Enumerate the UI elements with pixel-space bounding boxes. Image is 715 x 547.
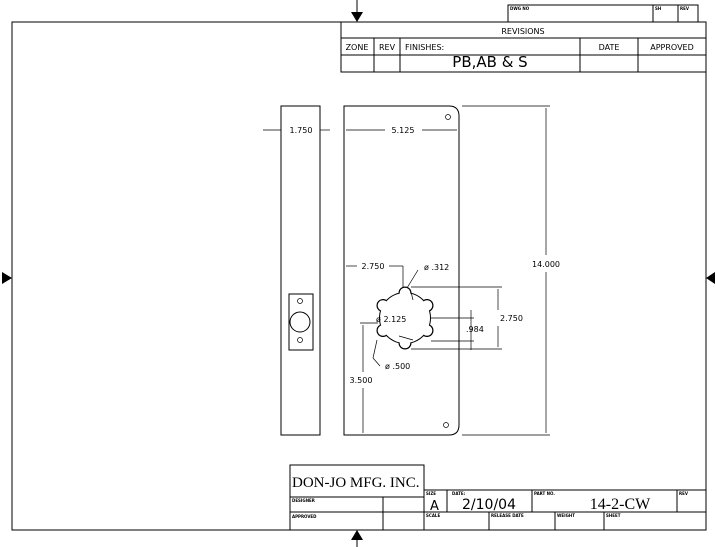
- rev-label-text: REV: [679, 491, 689, 496]
- title-block: DON-JO MFG. INC. DESIGNER APPROVED SIZE …: [289, 464, 706, 530]
- date-label-text: DATE:: [452, 491, 466, 496]
- release-label-text: RELEASE DATE: [491, 513, 524, 518]
- size-text: A: [430, 499, 439, 514]
- rev-label-text: REV: [680, 6, 690, 11]
- dim-side-width: 1.750: [290, 126, 313, 135]
- sheet-border: [11, 21, 707, 531]
- center-offset-text: .984: [466, 325, 484, 334]
- company-name: DON-JO MFG. INC.: [292, 475, 420, 491]
- backset-text: 2.750: [362, 262, 385, 271]
- revisions-block: REVISIONS ZONE REV FINISHES: PB,AB & S D…: [340, 21, 707, 73]
- from-bottom-text: 3.500: [350, 376, 373, 385]
- approved-label-text: APPROVED: [292, 514, 317, 519]
- lock-cutout: [376, 286, 434, 350]
- dwg-no-label-text: DWG NO: [510, 6, 530, 11]
- date-text: 2/10/04: [462, 497, 516, 513]
- front-view: 5.125 14.000 2.750 ø .312 ø 2.125 2.750 …: [343, 105, 560, 436]
- lobe-dia-text: ø .312: [424, 263, 449, 272]
- sheet-label-text: SHEET: [606, 513, 621, 518]
- date-text: DATE: [599, 43, 620, 52]
- sh-label-text: SH: [655, 6, 661, 11]
- bore-dia-text: ø 2.125: [376, 315, 406, 324]
- designer-label-text: DESIGNER: [292, 498, 315, 503]
- side-view: 1.750: [263, 105, 330, 436]
- dwg-no-block: DWG NO SH REV: [507, 4, 699, 23]
- rev-text: REV: [379, 43, 396, 52]
- finishes-label-text: FINISHES:: [405, 43, 444, 52]
- weight-label-text: WEIGHT: [557, 513, 575, 518]
- plate-width-text: 5.125: [392, 126, 415, 135]
- height-text: 14.000: [532, 260, 560, 269]
- bore-height-text: 2.750: [500, 314, 523, 323]
- scale-label-text: SCALE: [426, 513, 440, 518]
- finishes-value: PB,AB & S: [452, 53, 527, 71]
- zone-text: ZONE: [346, 43, 369, 52]
- corner-dia-text: ø .500: [385, 362, 410, 371]
- part-number: 14-2-CW: [590, 496, 651, 513]
- approved-text: APPROVED: [650, 43, 694, 52]
- part-no-label-text: PART NO.: [534, 491, 555, 496]
- title-text: REVISIONS: [501, 27, 544, 36]
- size-label-text: SIZE: [426, 491, 436, 496]
